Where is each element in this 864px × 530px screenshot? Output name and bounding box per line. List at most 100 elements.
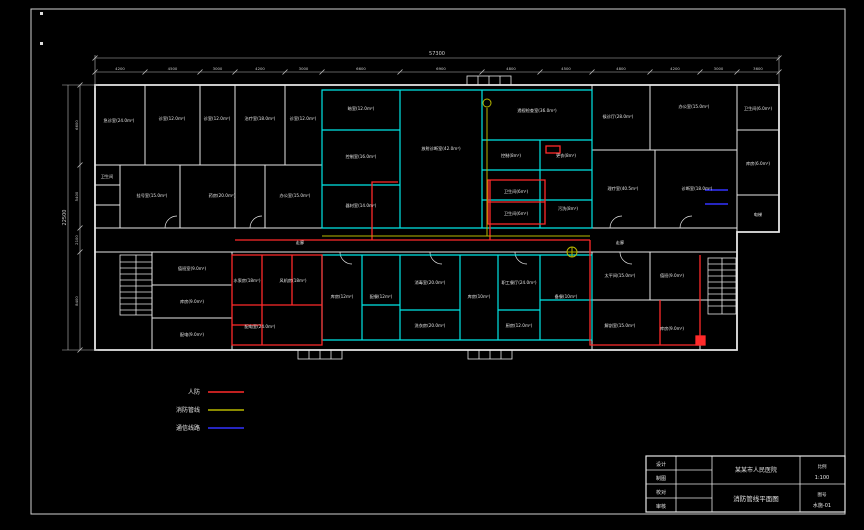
title-row-label: 设计	[656, 461, 666, 468]
dim-tick	[697, 69, 703, 75]
title-drawing: 消防管线平面图	[733, 494, 779, 503]
room-label: 库房(9.0m²)	[180, 298, 204, 305]
riser-symbol	[482, 98, 492, 108]
entrance-steps	[297, 75, 513, 360]
dim-total-label: 22500	[62, 210, 68, 226]
dim-tick	[589, 69, 595, 75]
room-label: 治疗室(18.0m²)	[245, 115, 276, 122]
cyan-walls-layer	[321, 89, 593, 341]
title-row-label: 制图	[656, 475, 666, 482]
room-label: 控制(8m²)	[501, 152, 521, 159]
dim-tick	[197, 69, 203, 75]
room-label: 走廊	[296, 239, 304, 246]
room-label: 控制室(16.0m²)	[346, 153, 377, 160]
dim-label: 4500	[168, 66, 178, 71]
fire-main-line	[235, 179, 701, 346]
dim-tick	[776, 69, 782, 75]
yellow-line-layer	[322, 98, 590, 258]
title-scale-value: 1:100	[815, 475, 829, 481]
dim-label: 6600	[356, 66, 366, 71]
dim-label: 2100	[74, 235, 79, 245]
dim-label: 8400	[74, 296, 79, 306]
sheet-frame	[30, 8, 846, 515]
dim-tick	[734, 69, 740, 75]
dim-tick	[479, 69, 485, 75]
title-no-value: 水施-01	[813, 502, 831, 509]
dim-tick	[92, 69, 98, 75]
dim-tick	[77, 347, 83, 353]
room-label: 诊室(12.0m²)	[159, 115, 186, 122]
room-label: 风机房(18m²)	[280, 277, 307, 284]
room-label: 诊室(12.0m²)	[204, 115, 231, 122]
dim-tick	[319, 69, 325, 75]
dim-label: 4800	[616, 66, 626, 71]
dim-label: 4200	[115, 66, 125, 71]
dim-tick	[77, 249, 83, 255]
dim-label: 5400	[74, 191, 79, 201]
room-label: 值班室(9.0m²)	[178, 265, 207, 272]
dim-tick	[647, 69, 653, 75]
legend-label: 通信线路	[176, 424, 200, 432]
frame-mark-bottom	[40, 42, 43, 45]
room-label: 配餐(12m²)	[370, 293, 393, 300]
room-label: 洗衣房(20.0m²)	[415, 322, 446, 329]
dim-label: 3600	[753, 66, 763, 71]
dim-tick	[397, 69, 403, 75]
room-label: 卫生间(6m²)	[504, 210, 529, 217]
hydrant-symbol	[695, 335, 706, 346]
dim-label: 3000	[299, 66, 309, 71]
room-label: 候诊厅(28.0m²)	[603, 113, 634, 120]
room-label: 理疗室(40.5m²)	[608, 185, 639, 192]
frame-mark-top	[40, 12, 43, 15]
room-label: 更衣(8m²)	[556, 152, 576, 159]
stairs-right	[707, 257, 737, 315]
room-label: 厨房(12.0m²)	[506, 322, 533, 329]
red-equipment-symbol	[545, 145, 561, 154]
stairs-left	[119, 254, 153, 316]
dim-tick	[282, 69, 288, 75]
room-label: 太平间(15.0m²)	[605, 272, 636, 279]
dim-total-label: 57300	[429, 51, 445, 57]
room-label: 卫生间(6.0m²)	[744, 105, 773, 112]
red-piping-layer	[231, 145, 706, 346]
room-label: 药房(20.0m²)	[209, 192, 236, 199]
dim-label: 6600	[74, 120, 79, 130]
room-label: 挂号室(15.0m²)	[137, 192, 168, 199]
room-label: 库房(12m²)	[331, 293, 354, 300]
room-label: 消毒室(20.0m²)	[415, 279, 446, 286]
room-label: 解剖室(15.0m²)	[605, 322, 636, 329]
room-label: 卫生间	[101, 173, 114, 180]
dim-tick	[537, 69, 543, 75]
dim-label: 3000	[213, 66, 223, 71]
room-label: 急诊室(24.0m²)	[104, 117, 135, 124]
room-label: 卫生间(6m²)	[504, 188, 529, 195]
dim-tick	[232, 69, 238, 75]
title-no-label: 图号	[818, 492, 827, 498]
room-label: 库房(9.0m²)	[660, 325, 684, 332]
room-label: 器材室(14.0m²)	[346, 202, 377, 209]
room-label: 透视检查室(36.0m²)	[517, 107, 557, 114]
dim-label: 6900	[436, 66, 446, 71]
room-label: 走廊	[616, 239, 624, 246]
dim-tick	[77, 82, 83, 88]
room-label: 职工餐厅(24.0m²)	[501, 279, 536, 286]
blue-line-layer	[705, 189, 728, 205]
text-layer: 急诊室(24.0m²) 诊室(12.0m²) 诊室(12.0m²) 治疗室(18.0m…	[62, 51, 831, 510]
room-label: 备餐(10m²)	[555, 293, 578, 300]
room-label: 值班(9.0m²)	[660, 272, 684, 279]
dim-label: 4200	[670, 66, 680, 71]
dim-label: 4500	[561, 66, 571, 71]
room-label: 水泵房(18m²)	[234, 277, 261, 284]
room-label: 放射诊断室(42.0m²)	[421, 145, 461, 152]
room-label: 配电(9.0m²)	[180, 331, 204, 338]
dim-tick	[77, 162, 83, 168]
dimensions-layer	[62, 55, 780, 351]
room-label: 办公室(15.0m²)	[280, 192, 311, 199]
dim-tick	[776, 55, 782, 61]
room-label: 配电室(24.0m²)	[245, 323, 276, 330]
legend-label: 消防管线	[176, 406, 200, 414]
room-label: 诊室(12.0m²)	[290, 115, 317, 122]
dim-label: 4200	[255, 66, 265, 71]
room-label: 暗室(12.0m²)	[348, 105, 375, 112]
